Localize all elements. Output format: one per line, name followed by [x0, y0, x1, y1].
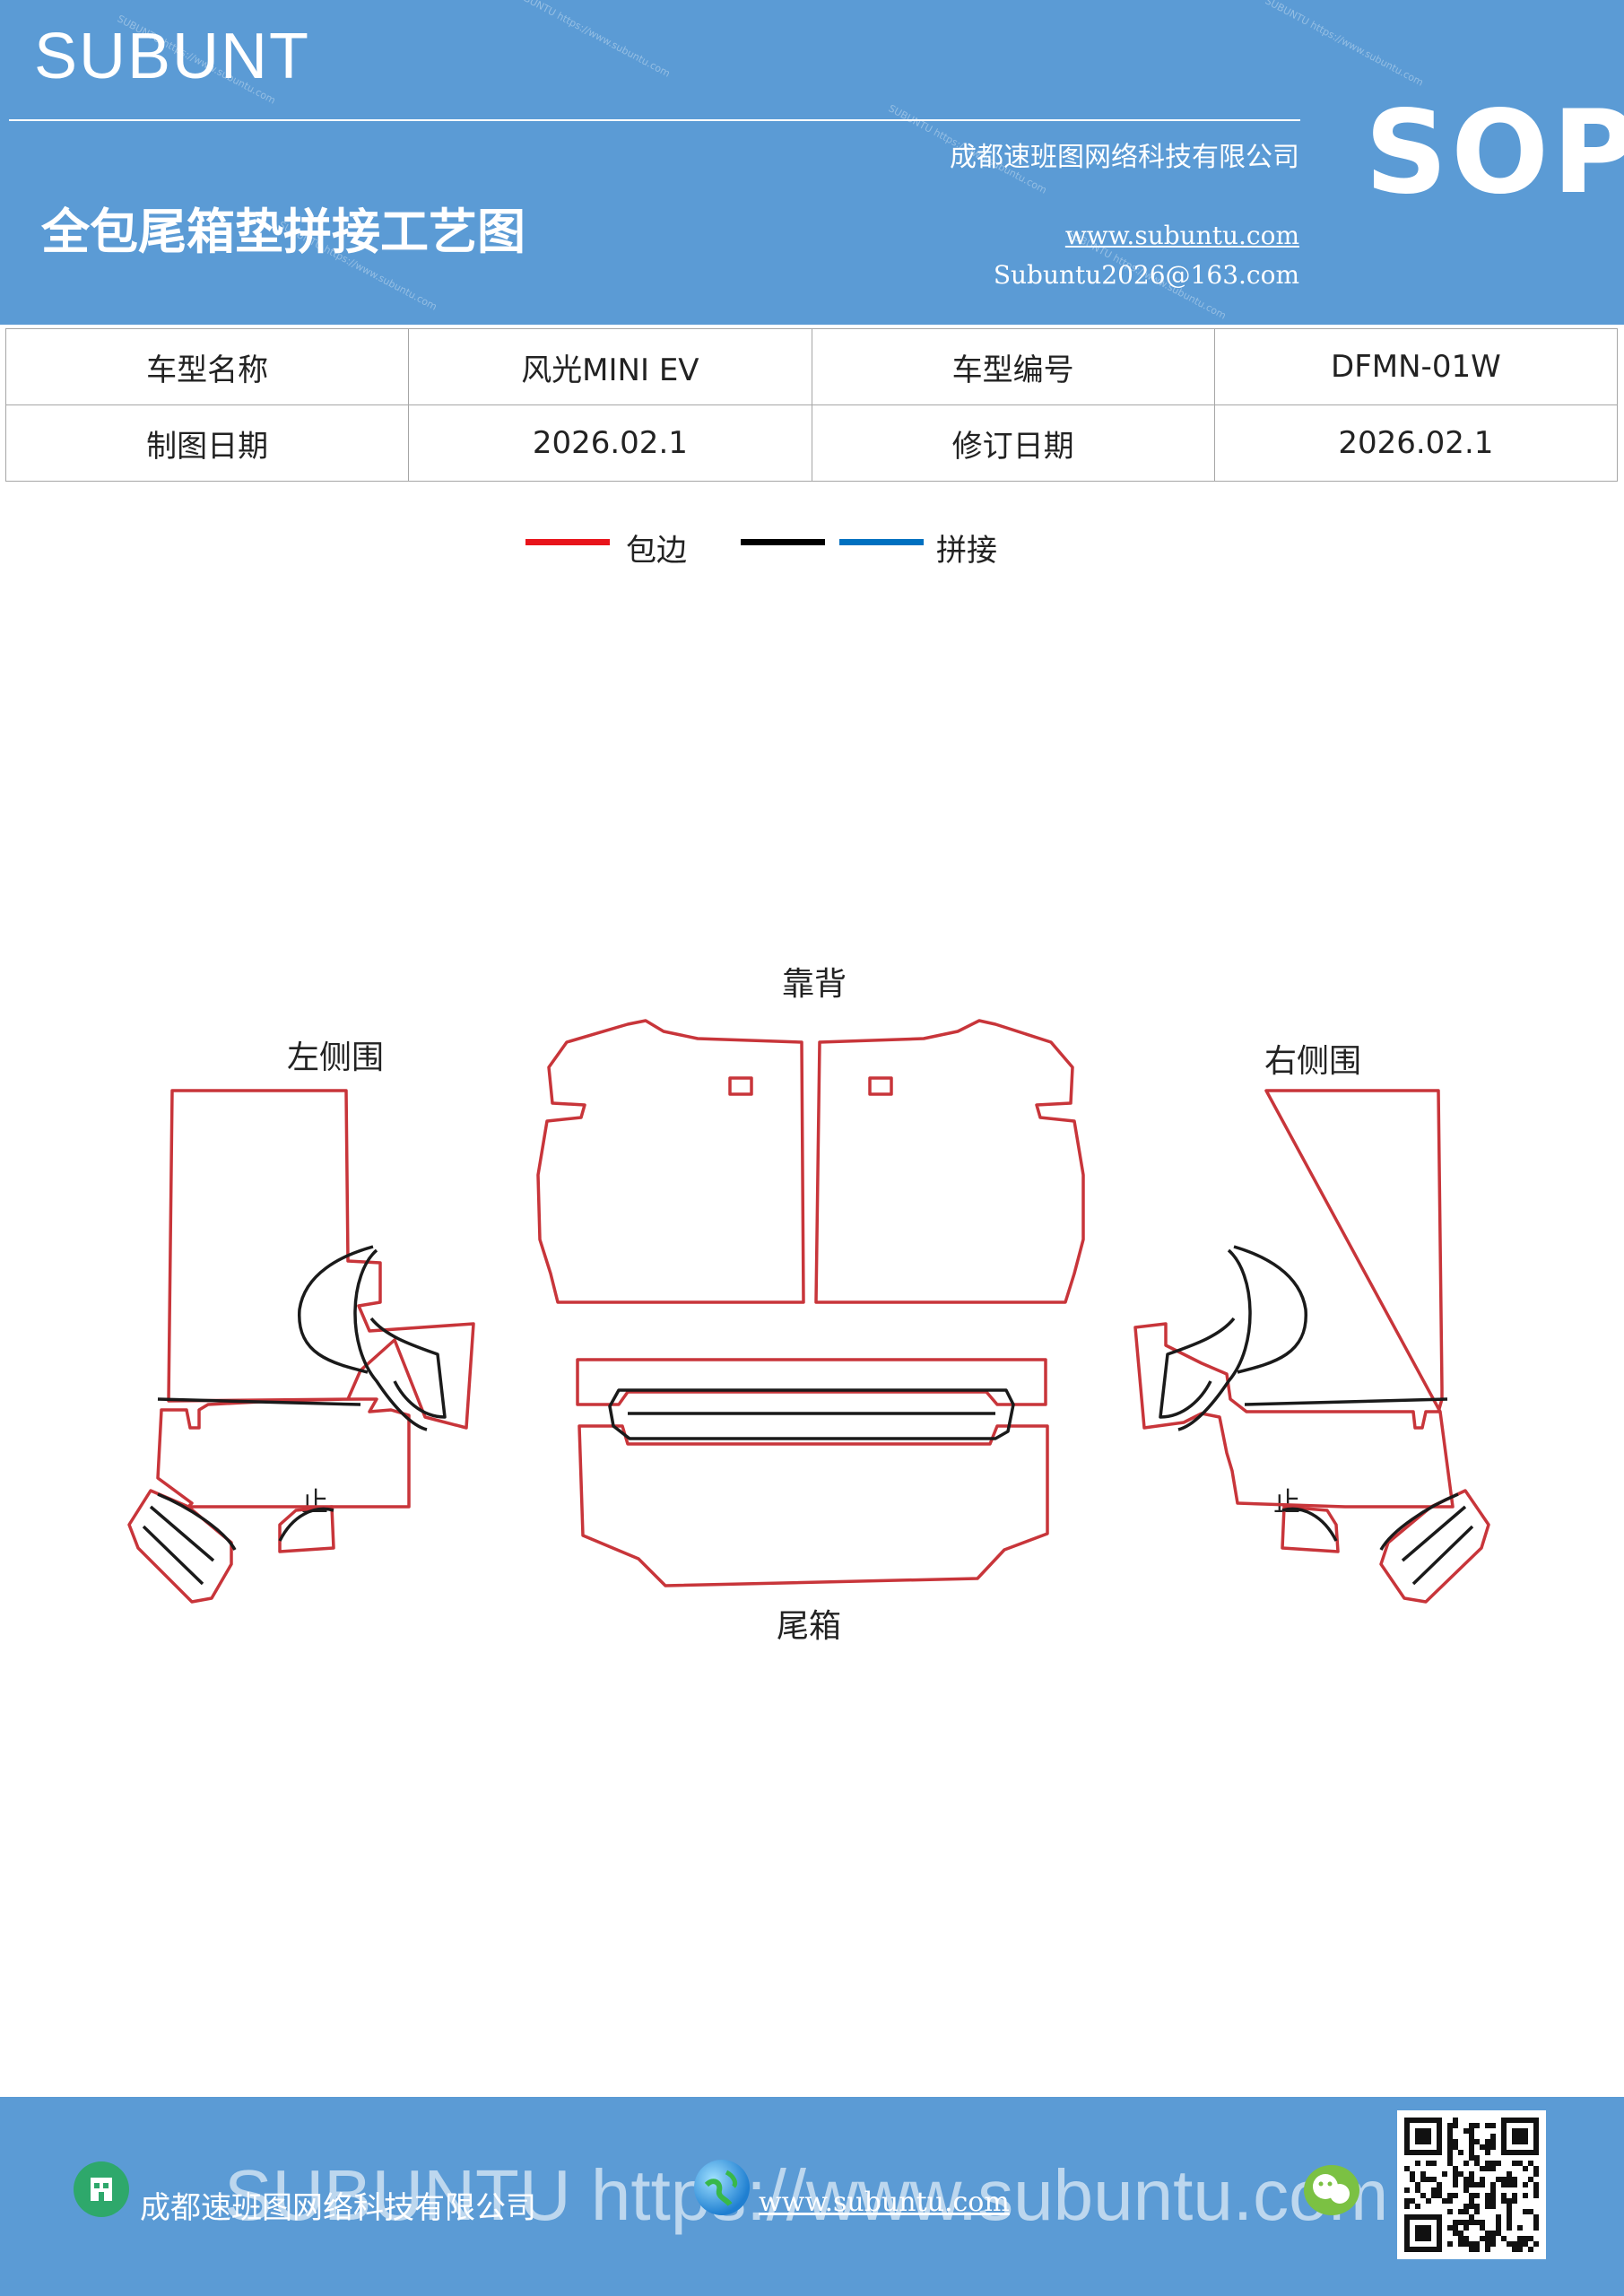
footer-company: 成都速班图网络科技有限公司 — [140, 2190, 536, 2226]
table-cell: 风光MINI EV — [408, 328, 812, 405]
header-banner: SUBUNTU https://www.subuntu.com SUBUNTU … — [0, 0, 1624, 325]
right-seam-lower — [1244, 1397, 1448, 1406]
label-left-side: 左侧围 — [287, 1039, 385, 1076]
legend-swatch-edge — [525, 539, 610, 545]
building-icon — [74, 2161, 129, 2217]
trunk-main-panel — [578, 1424, 1049, 1587]
label-right-side: 右侧围 — [1264, 1043, 1362, 1080]
right-side-flap — [1379, 1489, 1490, 1604]
vehicle-info-table: 车型名称 风光MINI EV 车型编号 DFMN-01W 制图日期 2026.0… — [4, 328, 1619, 482]
left-seam-curve — [298, 1245, 374, 1374]
table-row: 制图日期 2026.02.1 修订日期 2026.02.1 — [4, 404, 1619, 482]
label-backrest: 靠背 — [782, 966, 847, 1003]
trunk-upper-strip — [576, 1358, 1047, 1406]
table-cell: 车型名称 — [4, 328, 410, 405]
right-side-tab — [1281, 1505, 1340, 1553]
footer-watermark: SUBUNTU https://www.subuntu.com — [224, 2155, 1389, 2235]
left-seam-lower — [157, 1397, 361, 1406]
trunk-seam-band — [608, 1388, 1015, 1440]
legend-swatch-black — [741, 539, 825, 545]
table-cell: 修订日期 — [811, 404, 1215, 482]
table-cell: 车型编号 — [811, 328, 1215, 405]
sop-badge: SOP — [1365, 86, 1624, 220]
footer-banner: SUBUNTU https://www.subuntu.com 成都速班图网络科… — [0, 2097, 1624, 2296]
left-flap-seam — [142, 1492, 237, 1586]
table-cell: 制图日期 — [4, 404, 410, 482]
right-tab-seam — [1281, 1507, 1338, 1542]
right-flap-seam — [1379, 1492, 1474, 1586]
page-title: 全包尾箱垫拼接工艺图 — [41, 203, 525, 260]
backrest-left-panel — [536, 1019, 805, 1304]
legend-label-edge: 包边 — [626, 533, 687, 569]
table-cell: DFMN-01W — [1213, 328, 1619, 405]
backrest-right-panel — [814, 1019, 1085, 1304]
legend-label-seam: 拼接 — [936, 533, 997, 569]
wechat-icon — [1304, 2165, 1359, 2215]
backrest-left-slot — [728, 1076, 753, 1096]
header-divider — [9, 119, 1300, 121]
legend-swatch-seam — [839, 539, 924, 545]
trunk-mat-diagram — [127, 1019, 1490, 1604]
company-name: 成都速班图网络科技有限公司 — [950, 142, 1299, 173]
table-cell: 2026.02.1 — [1213, 404, 1619, 482]
right-seam-curve — [1233, 1245, 1307, 1374]
label-stop-right: 止 — [1273, 1487, 1300, 1518]
right-seam-fold — [1159, 1317, 1236, 1419]
left-seam-fold — [369, 1317, 447, 1419]
left-tab-seam — [278, 1507, 334, 1542]
backrest-right-slot — [868, 1076, 893, 1096]
email-link[interactable]: Subuntu2026@163.com — [993, 260, 1299, 290]
footer-website-link[interactable]: www.subuntu.com — [759, 2187, 1010, 2218]
left-side-panel — [156, 1089, 475, 1509]
right-side-panel — [1133, 1089, 1455, 1509]
label-trunk: 尾箱 — [777, 1608, 842, 1645]
left-seam-inner — [353, 1248, 428, 1431]
qr-code — [1397, 2110, 1546, 2259]
table-row: 车型名称 风光MINI EV 车型编号 DFMN-01W — [4, 328, 1619, 405]
globe-icon — [694, 2160, 750, 2215]
legend: 包边 拼接 — [0, 526, 1624, 570]
right-seam-inner — [1177, 1248, 1252, 1431]
table-cell: 2026.02.1 — [408, 404, 812, 482]
website-link[interactable]: www.subuntu.com — [1064, 221, 1299, 250]
left-side-tab — [278, 1505, 335, 1553]
brand-logo-text: SUBUNT — [34, 21, 311, 92]
